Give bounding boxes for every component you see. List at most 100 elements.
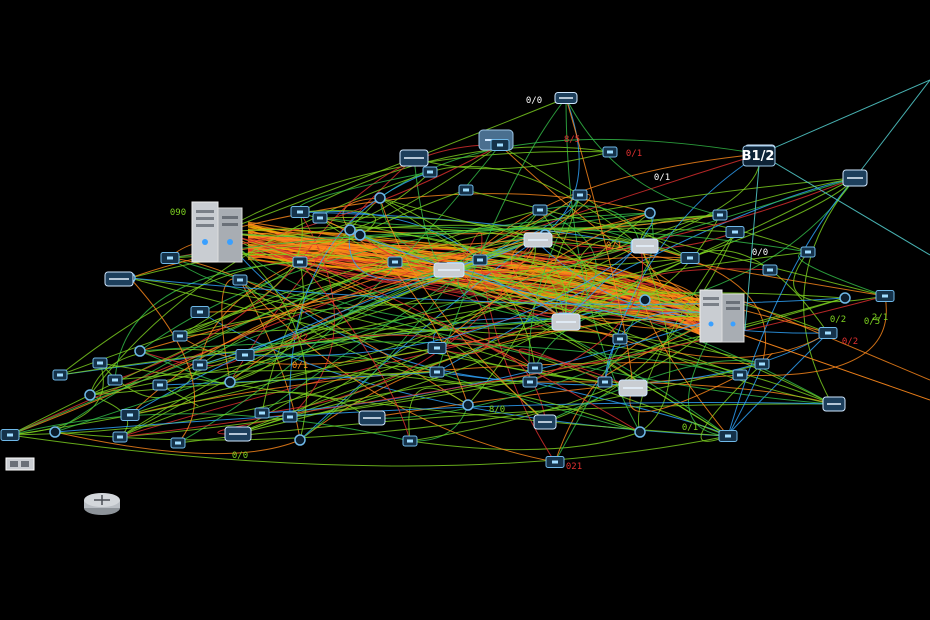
network-link — [639, 244, 767, 365]
network-link — [9, 413, 411, 442]
network-link — [759, 79, 930, 155]
network-link — [179, 211, 303, 337]
network-link — [9, 347, 438, 436]
network-device-icon — [160, 252, 180, 264]
network-device-icon — [422, 166, 438, 178]
network-device-icon — [374, 192, 386, 204]
network-device-icon — [572, 189, 588, 201]
port-label: 0/1 — [292, 361, 308, 371]
network-device-icon — [602, 146, 618, 158]
network-link — [219, 231, 308, 441]
network-device-icon — [762, 264, 778, 276]
network-link — [565, 97, 721, 216]
network-link — [539, 209, 723, 317]
network-device-icon — [472, 254, 488, 266]
network-device-icon — [732, 369, 748, 381]
network-device-icon — [344, 224, 356, 236]
network-link — [299, 269, 461, 441]
network-device-icon — [120, 409, 140, 421]
port-label: 0/1 — [654, 173, 670, 183]
network-device-icon — [192, 359, 208, 371]
network-link — [239, 279, 301, 441]
network-link — [299, 261, 411, 442]
network-link — [759, 153, 930, 256]
network-device-icon — [490, 139, 510, 151]
network-link — [379, 197, 547, 423]
network-link — [299, 144, 501, 263]
network-link — [199, 194, 581, 313]
network-device-icon — [527, 362, 543, 374]
network-link — [229, 261, 304, 383]
network-link — [299, 146, 611, 213]
network-device-icon — [282, 411, 298, 423]
network-link — [169, 229, 809, 259]
network-link — [119, 295, 886, 438]
network-device-icon — [52, 369, 68, 381]
network-link — [545, 360, 763, 423]
network-link — [359, 234, 829, 334]
network-link — [244, 245, 641, 357]
network-panel-icon — [224, 426, 252, 442]
network-link — [465, 189, 886, 297]
server-rack-icon — [191, 201, 243, 263]
network-link — [479, 259, 556, 463]
network-device-icon — [718, 430, 738, 442]
network-device-icon — [354, 229, 366, 241]
port-label: 0/1 — [606, 241, 622, 251]
port-label: B1/2 — [742, 149, 775, 164]
server-rack-icon — [699, 289, 745, 343]
network-link — [129, 244, 396, 279]
network-link — [219, 231, 641, 433]
network-link — [59, 261, 301, 376]
network-link — [554, 299, 646, 463]
network-device-icon — [172, 330, 188, 342]
network-link — [413, 151, 611, 170]
network-device-icon — [680, 252, 700, 264]
network-panel-icon — [358, 410, 386, 426]
port-label-box — [742, 145, 776, 167]
network-link — [319, 217, 469, 406]
network-link — [54, 401, 833, 433]
network-link — [169, 257, 833, 405]
port-label: 0/5 — [864, 317, 880, 327]
network-link — [744, 153, 761, 331]
network-link — [459, 269, 566, 319]
network-link — [244, 353, 438, 373]
port-label: 2/1 — [872, 313, 888, 323]
port-label: 0/1 — [626, 149, 642, 159]
network-link — [129, 277, 846, 305]
network-panel-icon — [523, 232, 553, 248]
network-device-icon — [712, 209, 728, 221]
network-link — [139, 341, 741, 376]
network-link — [429, 165, 641, 247]
network-link — [89, 257, 691, 396]
network-link — [289, 297, 846, 418]
network-device-icon — [112, 431, 128, 443]
network-link — [219, 151, 611, 233]
network-device-icon — [462, 399, 474, 411]
network-device-icon — [92, 357, 108, 369]
network-link — [129, 277, 196, 444]
network-link — [179, 177, 856, 337]
network-device-icon — [545, 456, 565, 468]
network-link — [409, 404, 469, 442]
network-link — [564, 238, 641, 321]
network-link — [436, 97, 567, 373]
network-device-icon — [190, 306, 210, 318]
backbone-link — [247, 243, 701, 314]
network-panel-icon — [842, 169, 868, 187]
network-link — [289, 171, 431, 418]
port-label: 0/0 — [752, 248, 768, 258]
network-panel-icon — [433, 262, 465, 278]
network-link — [244, 334, 634, 389]
network-link — [700, 363, 763, 442]
network-device-icon — [312, 212, 328, 224]
network-link — [793, 251, 886, 303]
network-link — [219, 231, 634, 389]
network-device-icon — [84, 389, 96, 401]
port-label: 0/2 — [842, 337, 858, 347]
port-label: 0/2 — [292, 333, 308, 343]
network-link — [459, 269, 723, 320]
network-link — [409, 315, 723, 442]
